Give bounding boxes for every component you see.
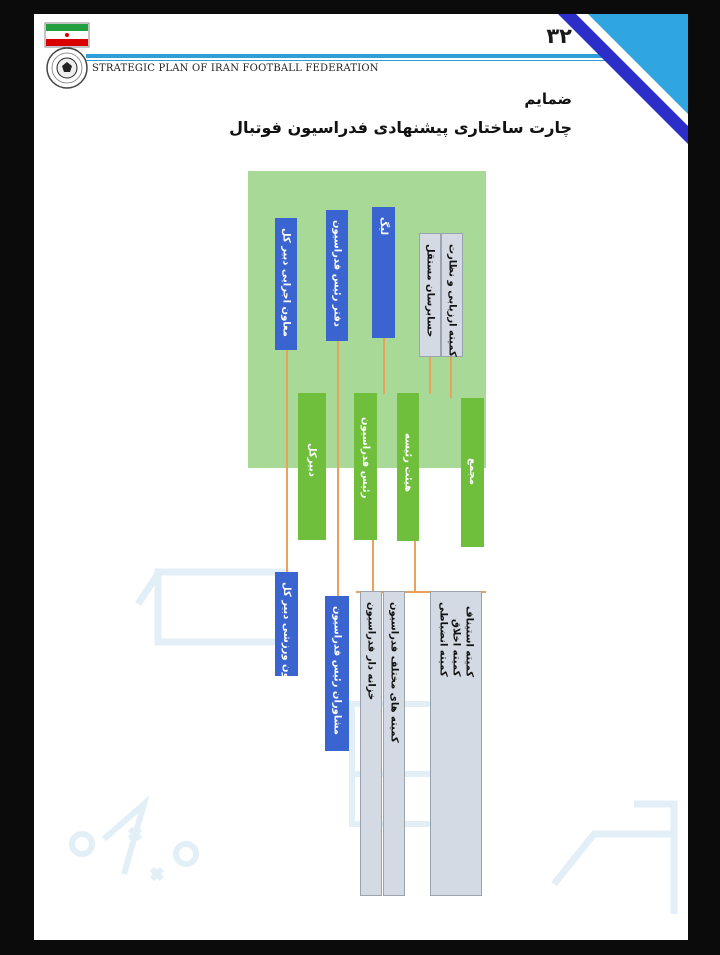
running-title: STRATEGIC PLAN OF IRAN FOOTBALL FEDERATI… xyxy=(92,63,379,74)
connector-line xyxy=(337,340,339,596)
header-rule-thin xyxy=(86,60,616,61)
ethics-code-committee-label: کمیته اخلاق xyxy=(450,619,462,677)
president-office-label: دفتر رئیس فدراسیون xyxy=(331,220,343,327)
appendix-label: ضمایم xyxy=(524,90,572,108)
appeals-committee-label: کمیته استیناف xyxy=(463,605,475,677)
federation-logo-icon xyxy=(44,22,90,89)
federation-president-box: رئیس فدراسیون xyxy=(354,393,377,540)
connector-line xyxy=(450,354,452,398)
exec-deputy-label: معاون اجرایی دبیر کل xyxy=(280,228,292,337)
exec-deputy-box: معاون اجرایی دبیر کل xyxy=(275,218,297,350)
treasurer-box: خزانه دار فدراسیون xyxy=(360,591,382,896)
connector-line xyxy=(286,349,288,574)
secretary-general-label: دبیرکل xyxy=(306,443,318,477)
league-box: لیگ xyxy=(372,207,395,338)
connector-line xyxy=(429,354,431,394)
connector-line xyxy=(414,526,416,591)
judicial-committees-box: کمیته استیناف کمیته اخلاق کمیته انضباطی xyxy=(430,591,482,896)
president-advisors-box: مشاوران رئیس فدراسیون xyxy=(325,596,349,751)
chart-title: چارت ساختاری پیشنهادی فدراسیون فوتبال xyxy=(229,118,572,137)
various-committees-box: کمیته های مختلف فدراسیون xyxy=(383,591,405,896)
general-assembly-label: مجمع xyxy=(467,458,478,485)
general-assembly-box: مجمع xyxy=(461,398,484,547)
independent-auditors-box: حسابرسان مستقل xyxy=(419,233,441,357)
sports-deputy-box: معاون ورزشی دبیر کل xyxy=(275,572,298,694)
board-label: هیئت رئیسه xyxy=(402,433,414,492)
league-label: لیگ xyxy=(378,217,389,236)
ethics-committee-box: کمیته ارزیابی و نظارت xyxy=(441,233,463,357)
page-number: ۳۲ xyxy=(546,24,572,48)
connector-line xyxy=(372,539,374,591)
independent-auditors-label: حسابرسان مستقل xyxy=(424,244,436,338)
disciplinary-committee-label: کمیته انضباطی xyxy=(437,602,449,677)
treasurer-label: خزانه دار فدراسیون xyxy=(365,602,377,701)
federation-president-label: رئیس فدراسیون xyxy=(360,417,371,499)
secretary-general-box: دبیرکل xyxy=(298,393,326,540)
header-rule xyxy=(86,54,616,58)
corner-decoration xyxy=(558,14,688,144)
board-box: هیئت رئیسه xyxy=(397,393,419,541)
document-page: ۳۲ STRATEGIC PLAN OF IRAN FOOTBALL FEDER… xyxy=(34,14,688,940)
ethics-committee-label: کمیته ارزیابی و نظارت xyxy=(446,244,458,357)
connector-line xyxy=(383,336,385,394)
president-advisors-label: مشاوران رئیس فدراسیون xyxy=(331,606,343,735)
sports-deputy-label: معاون ورزشی دبیر کل xyxy=(281,582,292,695)
various-committees-label: کمیته های مختلف فدراسیون xyxy=(388,602,400,743)
president-office-box: دفتر رئیس فدراسیون xyxy=(326,210,348,341)
